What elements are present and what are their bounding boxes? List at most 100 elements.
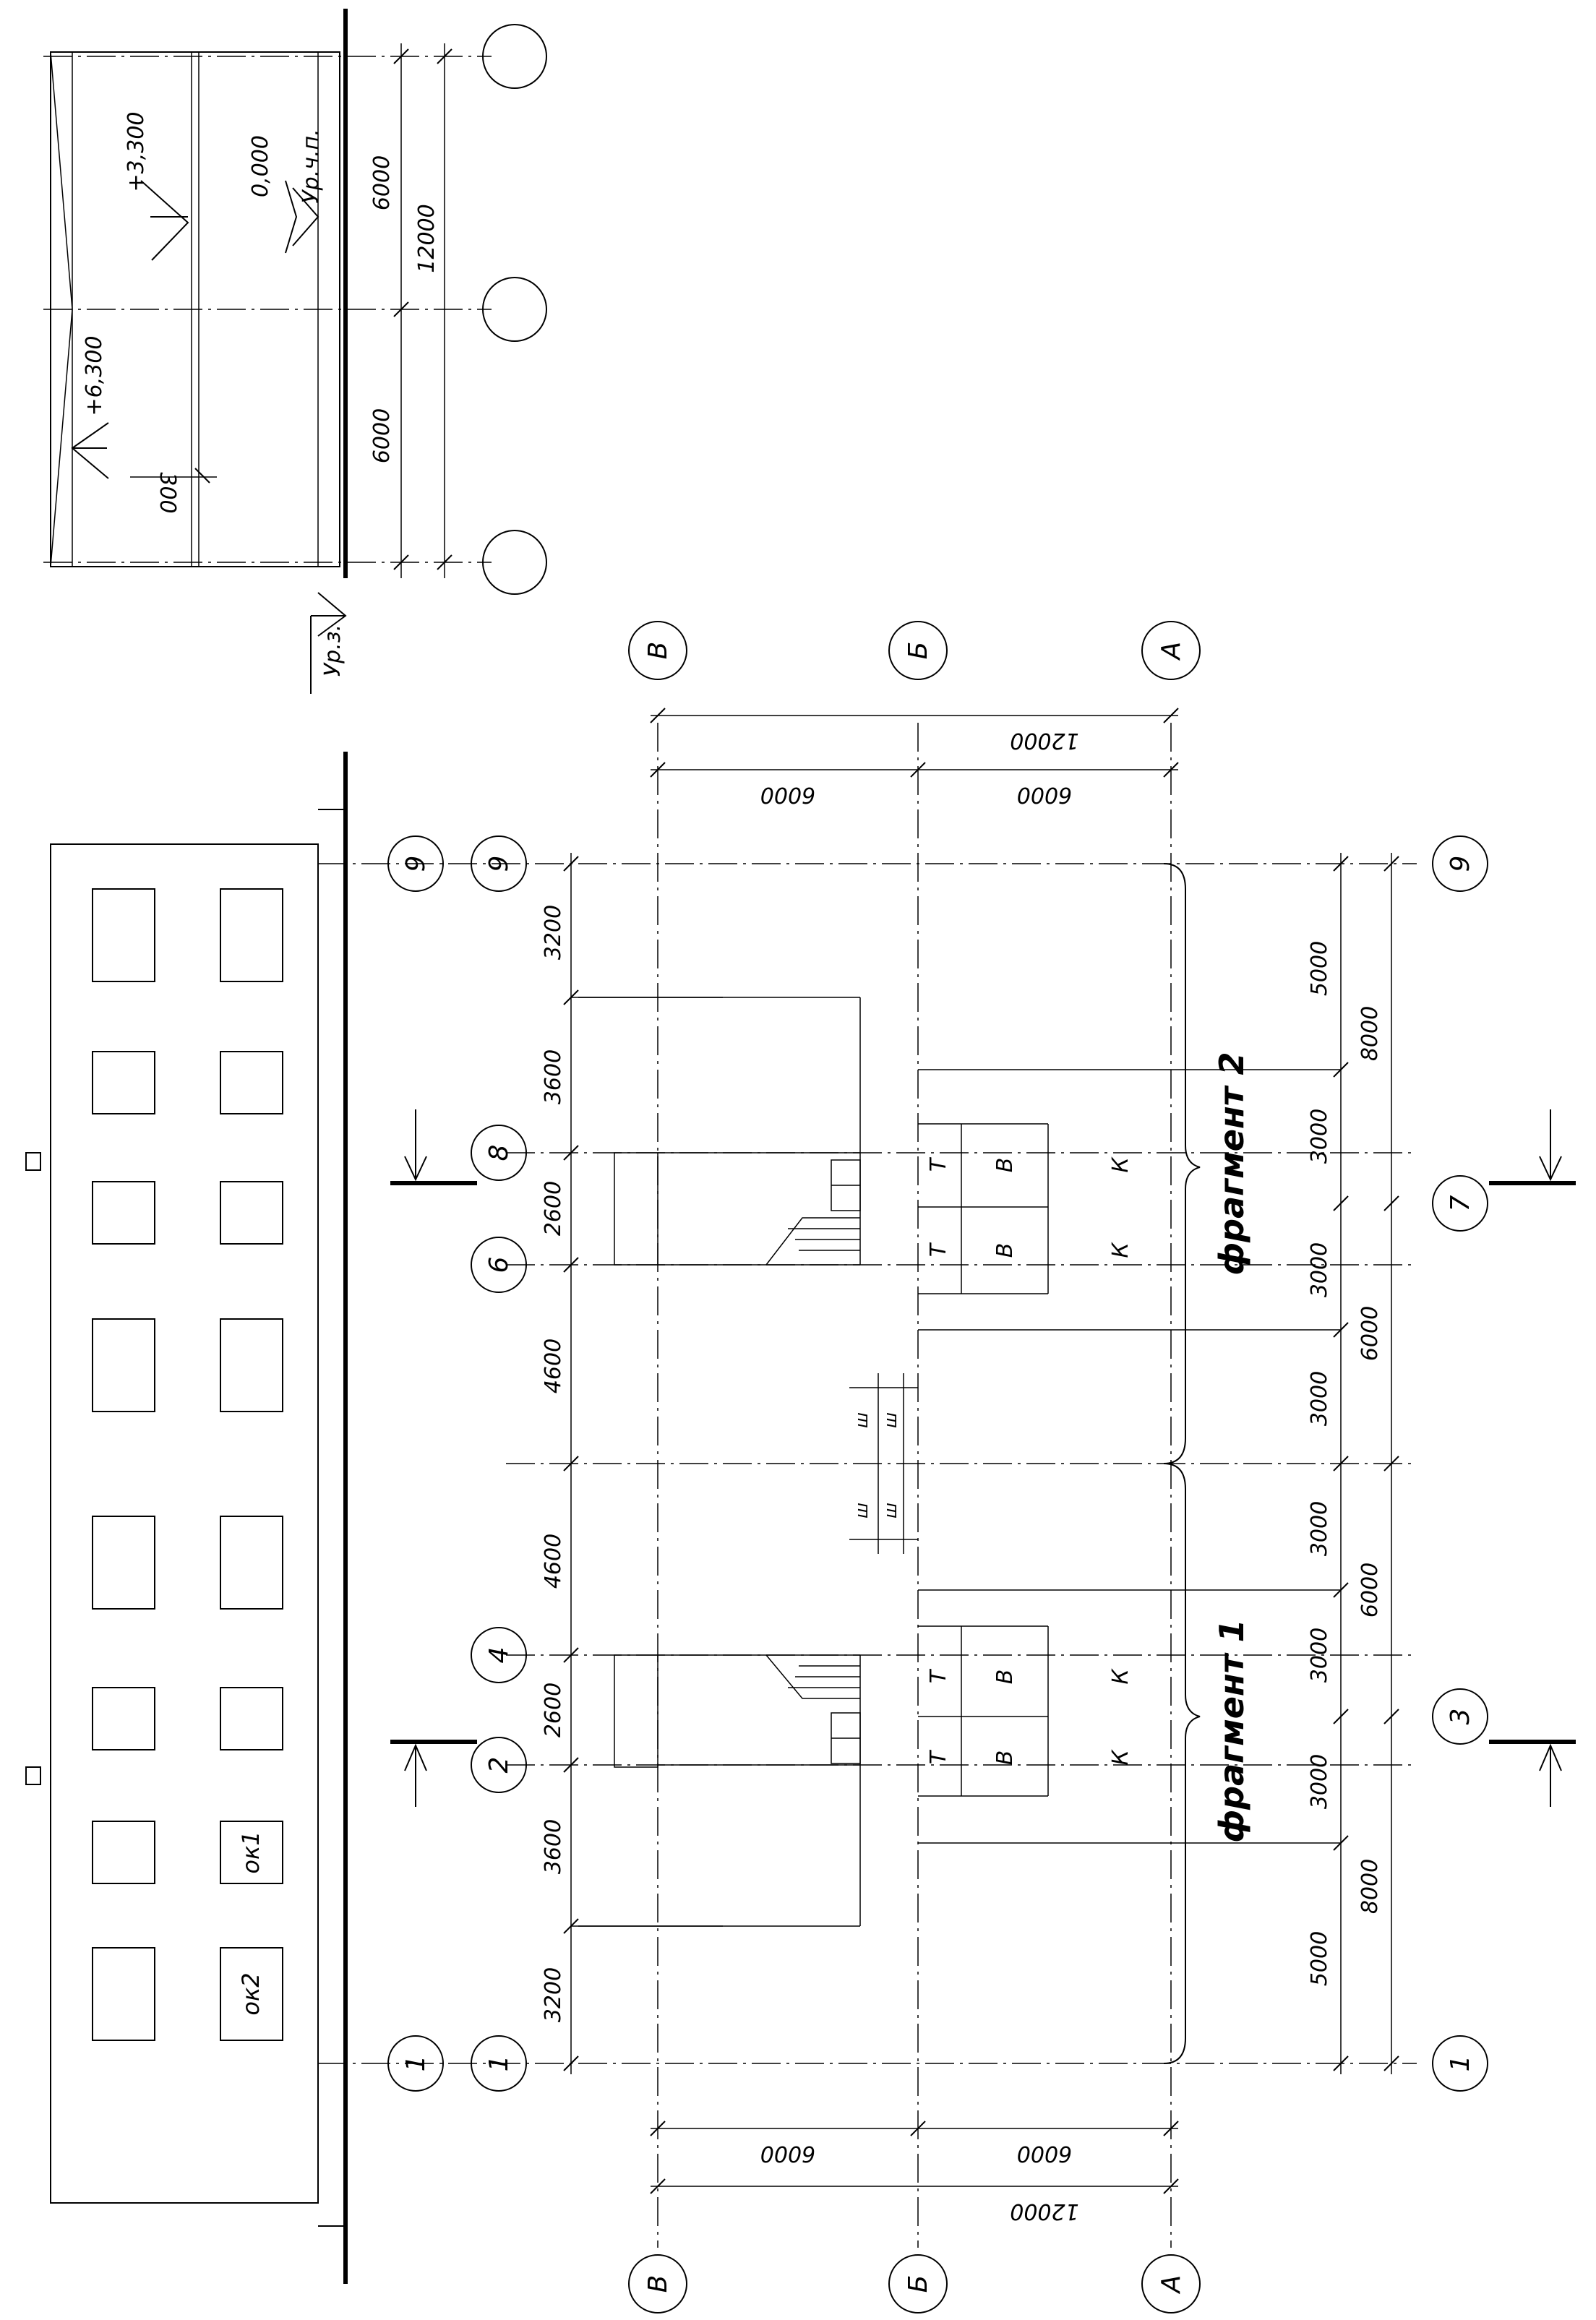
level-zero: 0,000	[248, 135, 273, 197]
equip-sh-a: ш	[851, 1412, 872, 1428]
dim-2600-bottom: 2600	[541, 1683, 566, 1737]
fragment-1-label: фрагмент 1	[1212, 1620, 1251, 1843]
dim-6000-top-v: 6000	[760, 782, 815, 807]
axis-label-3-right: 3	[1446, 1709, 1475, 1725]
axis-marker	[482, 277, 547, 342]
equip-k-1a: К	[1108, 1668, 1133, 1685]
axis-marker-1-plan	[471, 2035, 527, 2092]
axis-marker	[482, 24, 547, 89]
dim-5000-top: 5000	[1307, 941, 1332, 996]
equip-sh-b: ш	[880, 1412, 901, 1428]
axis-marker-9-right	[1432, 835, 1488, 892]
section-view: 6000 6000 12000 +3,300 0,000 Ур.ч.п. +6,…	[43, 9, 547, 694]
equip-v-2a: В	[992, 1158, 1018, 1173]
dim-3000-f: 3000	[1307, 1754, 1332, 1809]
facade-view: ок1 ок2	[25, 752, 348, 2284]
level-floor: Ур.ч.п.	[299, 129, 324, 203]
axis-label-v-top: В	[643, 642, 673, 660]
axis-label-6-plan: 6	[484, 1257, 514, 1273]
axis-marker-4-plan	[471, 1627, 527, 1683]
dim-3000-c: 3000	[1307, 1371, 1332, 1426]
dim-4600-bottom: 4600	[541, 1534, 566, 1589]
dim-6000-right-a: 6000	[1357, 1306, 1383, 1361]
axis-label-2-plan: 2	[484, 1757, 514, 1774]
axis-marker-9-plan	[471, 835, 527, 892]
axis-marker-bottom-a	[1141, 2254, 1201, 2313]
dim-6000-section-top: 6000	[369, 155, 395, 210]
window-ok2: ок2	[237, 1972, 265, 2015]
axis-marker-8-plan	[471, 1125, 527, 1181]
dim-6000-right-b: 6000	[1357, 1563, 1383, 1617]
axis-label-b-bottom: Б	[904, 2275, 933, 2293]
dim-6000-bottom-v: 6000	[760, 2141, 815, 2166]
equip-k-2a: К	[1108, 1156, 1133, 1173]
axis-label-1-facade: 1	[401, 2055, 431, 2072]
dim-3000-e: 3000	[1307, 1628, 1332, 1683]
axis-marker-2-plan	[471, 1737, 527, 1793]
dim-2600-top: 2600	[541, 1181, 566, 1236]
dim-3000-b: 3000	[1307, 1242, 1332, 1297]
axis-marker-top-b	[888, 621, 948, 680]
dim-3000-d: 3000	[1307, 1501, 1332, 1556]
axis-label-9-facade: 9	[401, 856, 431, 872]
dim-3600-top: 3600	[541, 1049, 566, 1104]
axis-label-8-plan: 8	[484, 1145, 514, 1161]
equip-sh-d: ш	[880, 1503, 901, 1518]
equip-t-2b: Т	[926, 1242, 951, 1257]
axis-label-b-top: Б	[904, 642, 933, 660]
axis-label-1-right: 1	[1446, 2055, 1475, 2072]
dim-12000-top: 12000	[1010, 728, 1078, 753]
dim-8000-bottom: 8000	[1357, 1859, 1383, 1914]
dim-5000-bottom: 5000	[1307, 1931, 1332, 1986]
dim-300: 300	[155, 472, 180, 513]
window-ok1: ок1	[237, 1831, 265, 1873]
axis-label-v-bottom: В	[643, 2275, 673, 2293]
dim-3200-bottom: 3200	[541, 1967, 566, 2022]
dim-4600-top: 4600	[541, 1339, 566, 1393]
central-shafts	[849, 1373, 918, 1554]
level-ground: Ур.з.	[320, 624, 346, 676]
dim-3600-bottom: 3600	[541, 1819, 566, 1874]
equip-v-1b: В	[992, 1750, 1018, 1766]
dim-3000-a: 3000	[1307, 1109, 1332, 1164]
axis-marker-bottom-v	[628, 2254, 687, 2313]
axis-marker-3-right	[1432, 1688, 1488, 1745]
floor-plan: В Б А В Б А 9 9 8 6 4 2 1 1 9 7 3 1	[318, 621, 1576, 2313]
dim-6000-top-a: 6000	[1017, 782, 1072, 807]
dim-12000-bottom: 12000	[1010, 2199, 1078, 2224]
axis-marker-top-a	[1141, 621, 1201, 680]
axis-label-9-right: 9	[1446, 856, 1475, 872]
equip-t-1a: Т	[926, 1668, 951, 1683]
facade-windows	[92, 888, 283, 2041]
axis-label-a-top: А	[1157, 642, 1186, 661]
axis-label-1-plan: 1	[484, 2055, 514, 2072]
axis-marker-top-v	[628, 621, 687, 680]
axis-marker-7-right	[1432, 1175, 1488, 1232]
dim-3200-top: 3200	[541, 905, 566, 960]
fragment-1-interior	[571, 1625, 1049, 1927]
dim-8000-top: 8000	[1357, 1006, 1383, 1061]
dim-12000-section: 12000	[414, 204, 439, 272]
axis-marker-6-plan	[471, 1237, 527, 1293]
fragment-2-interior	[571, 997, 1049, 1294]
equip-k-2b: К	[1108, 1242, 1133, 1258]
axis-label-4-plan: 4	[484, 1647, 514, 1664]
axis-marker	[482, 530, 547, 595]
equip-k-1b: К	[1108, 1749, 1133, 1766]
axis-marker-1-facade	[387, 2035, 444, 2092]
level-plus-6300: +6,300	[82, 335, 107, 416]
equip-v-1a: В	[992, 1670, 1018, 1685]
axis-marker-1-right	[1432, 2035, 1488, 2092]
equip-sh-c: ш	[851, 1503, 872, 1518]
level-plus-3300: +3,300	[124, 111, 149, 192]
axis-marker-bottom-b	[888, 2254, 948, 2313]
axis-label-9-plan: 9	[484, 856, 514, 872]
equip-v-2b: В	[992, 1243, 1018, 1258]
fragment-2-label: фрагмент 2	[1212, 1052, 1251, 1276]
equip-t-1b: Т	[926, 1749, 951, 1764]
axis-label-7-right: 7	[1446, 1195, 1475, 1211]
axis-label-a-bottom: А	[1157, 2275, 1186, 2295]
equip-t-2a: Т	[926, 1156, 951, 1172]
axis-marker-9-facade	[387, 835, 444, 892]
